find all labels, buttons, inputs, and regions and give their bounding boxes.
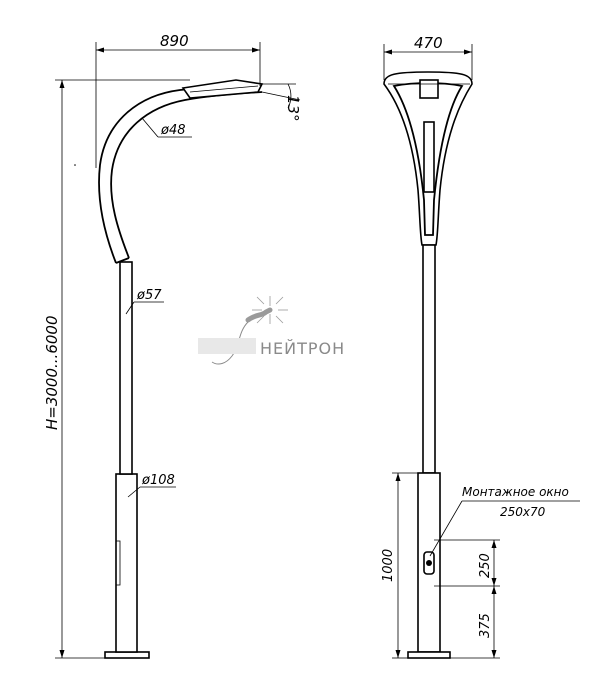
side-pole	[119, 261, 133, 475]
dim-base-diameter: ø108	[141, 473, 175, 488]
dim-1000-arrow-bottom	[395, 650, 401, 658]
dim-arm-reach: 890	[160, 32, 189, 50]
leader-48-a	[141, 117, 159, 138]
side-arm-outer	[98, 83, 261, 264]
brand-name: НЕЙТРОН	[260, 339, 345, 358]
side-arm-end	[115, 257, 130, 264]
dim-head-width: 470	[414, 34, 443, 52]
dim-890-arrow-right	[252, 47, 260, 53]
dim-h-arrow-bottom	[59, 650, 65, 658]
dim-pole-height: H=3000...6000	[43, 316, 61, 431]
dim-h-dot	[74, 164, 76, 166]
side-mount-window	[115, 540, 121, 586]
front-base-plate	[407, 651, 451, 659]
callout-mount-window-size: 250x70	[500, 505, 546, 519]
dim-arm-diameter: ø48	[160, 123, 186, 138]
dim-470-arrow-left	[384, 49, 392, 55]
front-reflector	[423, 121, 435, 193]
dim-375-arrow-bottom	[491, 650, 497, 658]
dim-angle-arc	[287, 83, 292, 109]
dim-arm-angle: 13°	[284, 95, 302, 122]
front-window-lock	[426, 560, 432, 566]
brand-watermark: НЕЙТРОН	[198, 296, 345, 365]
watermark-blur	[198, 338, 256, 354]
side-arm-inner	[110, 91, 263, 259]
dim-window-height: 250	[478, 553, 493, 578]
dim-470-arrow-right	[464, 49, 472, 55]
dim-890-arrow-left	[96, 47, 104, 53]
front-view: 470 1000 250 375	[381, 34, 580, 659]
dim-h-arrow-top	[59, 80, 65, 88]
front-top-cap	[419, 79, 439, 99]
side-luminaire-line	[189, 85, 259, 93]
callout-leader-a	[429, 500, 463, 557]
dim-base-height: 1000	[381, 549, 396, 582]
spark-icon	[252, 296, 288, 324]
callout-mount-window-label: Монтажное окно	[462, 485, 569, 499]
cable-tail-icon	[211, 321, 249, 365]
dim-375-arrow-mid	[491, 586, 497, 594]
dim-250-arrow-top	[491, 540, 497, 548]
dim-1000-arrow-top	[395, 473, 401, 481]
leader-108-a	[127, 486, 141, 498]
dim-pole-diameter: ø57	[136, 288, 162, 303]
cable-icon	[245, 307, 273, 323]
side-base-section	[115, 473, 138, 653]
dim-angle-line-2	[261, 91, 301, 101]
dim-window-offset: 375	[478, 613, 493, 638]
side-base-plate	[104, 651, 150, 659]
side-view: 890 13° ø48 ø57 ø108 H=3000...6000	[43, 32, 302, 659]
front-pole	[422, 244, 436, 474]
leader-57-a	[125, 301, 135, 315]
dim-250-arrow-mid	[491, 578, 497, 586]
